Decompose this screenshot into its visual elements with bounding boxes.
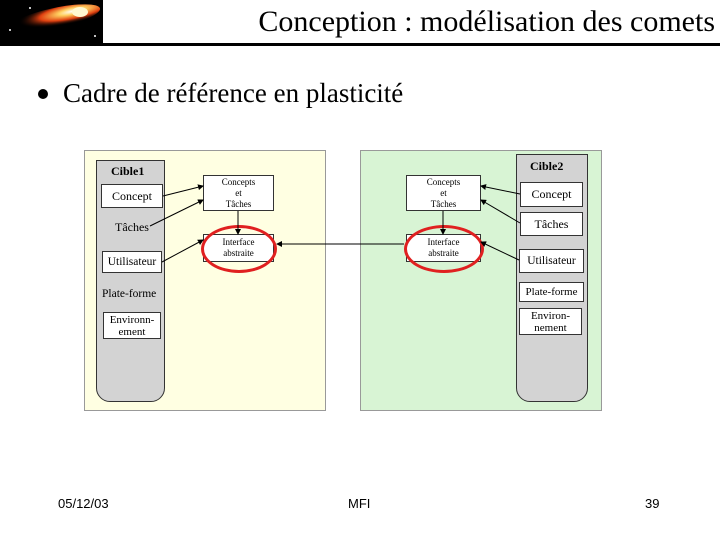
arrow-utilisateur-to-interface-left	[162, 240, 203, 262]
arrow-concept-to-concepts-left	[163, 186, 203, 196]
arrow-taches-to-concepts-right	[481, 200, 520, 223]
footer-page-number: 39	[645, 496, 659, 512]
footer-date: 05/12/03	[58, 496, 109, 512]
arrow-utilisateur-to-interface-right	[481, 242, 519, 260]
arrow-concept-to-concepts-right	[481, 186, 520, 194]
arrow-taches-to-concepts-left	[150, 200, 203, 226]
footer-center: MFI	[348, 496, 370, 512]
